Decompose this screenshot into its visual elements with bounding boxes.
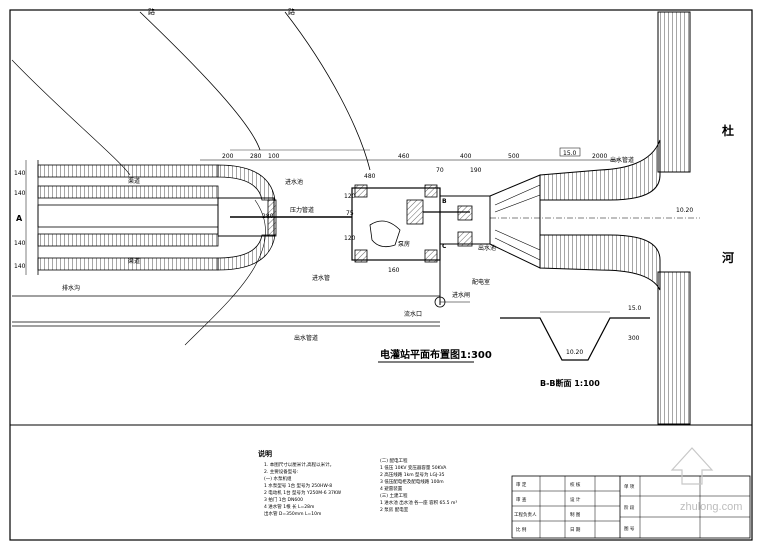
dim-140-c: 140 <box>14 240 26 247</box>
note-right-3: 3 低压配电柜及配电线路 100m <box>380 478 444 485</box>
note-right-0: (二) 配电工程 <box>380 457 408 464</box>
note-right-1: 1 低压 10KV 变压器容量 50KVA <box>380 464 447 471</box>
section-mark-b: B <box>442 198 447 205</box>
note-left-5: 3 拍门 1台 DN600 <box>264 496 303 503</box>
dim-460: 460 <box>398 153 410 160</box>
note-left-3: 1 水泵型号 1台 型号为 250HW-8 <box>264 482 332 489</box>
note-right-7: 2 泵房 配电室 <box>380 506 409 513</box>
note-channel-1: 渠道 <box>128 177 140 185</box>
inlet-structure <box>217 197 352 237</box>
tb-right-1: 单 项 <box>624 483 635 490</box>
dim-2000: 2000 <box>592 153 607 160</box>
note-left-7: 出水管 D=350mm L=10m <box>264 510 321 517</box>
note-right-6: 1 进水池 出水池 各一座 容积 65.5 m³ <box>380 499 457 506</box>
note-channel-2: 渠道 <box>128 257 140 265</box>
intake-channels <box>37 160 276 275</box>
note-right-5: (三) 土建工程 <box>380 492 408 499</box>
dimension-left: 140 140 140 140 A 75 120 120 280 B C <box>14 160 447 275</box>
note-outfall: 流水口 <box>404 310 422 318</box>
note-intake-pipe: 进水管 <box>312 274 330 282</box>
tb-r3c1: 工程负责人 <box>514 511 537 518</box>
tb-r2c1: 审 查 <box>516 496 527 503</box>
watermark-text: zhulong.com <box>680 501 742 513</box>
dim-70: 70 <box>436 167 444 174</box>
tb-right-3: 图 号 <box>624 526 635 532</box>
outlet-structure <box>439 174 700 269</box>
note-power-room: 配电室 <box>472 278 490 286</box>
road-label-2: 路 <box>288 7 295 16</box>
note-left-6: 4 进水管 1根 长 L=28m <box>264 503 314 510</box>
note-pressure-pipe: 压力管道 <box>290 206 314 214</box>
note-left-1: 2. 主要设备型号: <box>264 468 298 475</box>
dimension-top: 200 280 100 460 400 500 2000 15.0 480 16… <box>200 147 693 274</box>
section-title: B-B断面 1:100 <box>540 378 600 388</box>
river: 杜 河 <box>539 11 734 425</box>
road-label-1: 路 <box>148 7 155 16</box>
title-block: 审 定 校 核 审 查 设 计 工程负责人 制 图 比 例 日 期 单 项 阶 … <box>511 475 751 539</box>
note-left-4: 2 电动机 1台 型号为 Y250M-6 37KW <box>264 489 342 496</box>
note-drain: 排水沟 <box>62 284 80 292</box>
section-dim-1020: 10.20 <box>566 349 583 356</box>
tb-r4c2: 日 期 <box>570 527 581 533</box>
note-inlet-pool: 进水池 <box>285 178 303 186</box>
note-left-2: (一) 水泵机组 <box>264 475 292 482</box>
section-mark-c: C <box>442 243 447 250</box>
section-dim-300: 300 <box>628 335 640 342</box>
sheet-border <box>9 9 753 541</box>
pump-house <box>351 184 470 263</box>
tb-r4c1: 比 例 <box>516 526 527 533</box>
dim-280: 280 <box>250 153 262 160</box>
dim-140-d: 140 <box>14 263 26 270</box>
note-sluice: 进水闸 <box>452 291 470 299</box>
dim-140-a: 140 <box>14 170 26 177</box>
dim-75: 75 <box>346 210 354 217</box>
dim-280-b: 280 <box>262 213 274 220</box>
river-label-2: 河 <box>721 250 734 265</box>
dim-120-b: 120 <box>344 235 356 242</box>
dim-120-a: 120 <box>344 193 356 200</box>
section-mark-a: A <box>16 214 23 223</box>
dim-200: 200 <box>222 153 234 160</box>
dim-160: 160 <box>388 267 400 274</box>
note-pump-house: 泵房 <box>398 240 410 248</box>
dim-480: 480 <box>364 173 376 180</box>
plan-title: 电灌站平面布置图1:300 <box>380 348 492 361</box>
dim-500: 500 <box>508 153 520 160</box>
dim-1020: 10.20 <box>676 207 693 214</box>
note-outlet-pipe-2: 出水管道 <box>294 334 318 342</box>
section-bb: 15.0 300 10.20 B-B断面 1:100 <box>500 305 650 388</box>
note-right-2: 2 高压线路 1km 型号为 LGJ-35 <box>380 471 445 478</box>
tb-r3c2: 制 图 <box>570 511 581 518</box>
note-left-0: 1. 本图尺寸以厘米计,高程以米计。 <box>264 461 334 468</box>
tb-r1c1: 审 定 <box>516 481 527 488</box>
note-outlet-pipe: 出水管道 <box>610 156 634 164</box>
dim-400: 400 <box>460 153 472 160</box>
pipe-drain <box>434 260 470 308</box>
dim-100: 100 <box>268 153 280 160</box>
dim-15: 15.0 <box>563 150 577 157</box>
river-label-1: 杜 <box>722 123 734 138</box>
note-outlet-pool: 出水池 <box>478 244 496 252</box>
note-right-4: 4 避雷装置 <box>380 485 403 492</box>
section-dim-15: 15.0 <box>628 305 642 312</box>
tb-r1c2: 校 核 <box>570 481 581 488</box>
annotations: 渠道 渠道 进水池 出水池 出水管道 压力管道 进水管 排水沟 泵房 配电室 出… <box>62 149 634 342</box>
notes: 说明 1. 本图尺寸以厘米计,高程以米计。 2. 主要设备型号: (一) 水泵机… <box>258 449 457 517</box>
tb-r2c2: 设 计 <box>570 496 581 503</box>
dim-190: 190 <box>470 167 482 174</box>
notes-title: 说明 <box>258 449 272 458</box>
dim-140-b: 140 <box>14 190 26 197</box>
tb-right-2: 阶 段 <box>624 504 635 511</box>
watermark: zhulong.com <box>670 447 742 513</box>
